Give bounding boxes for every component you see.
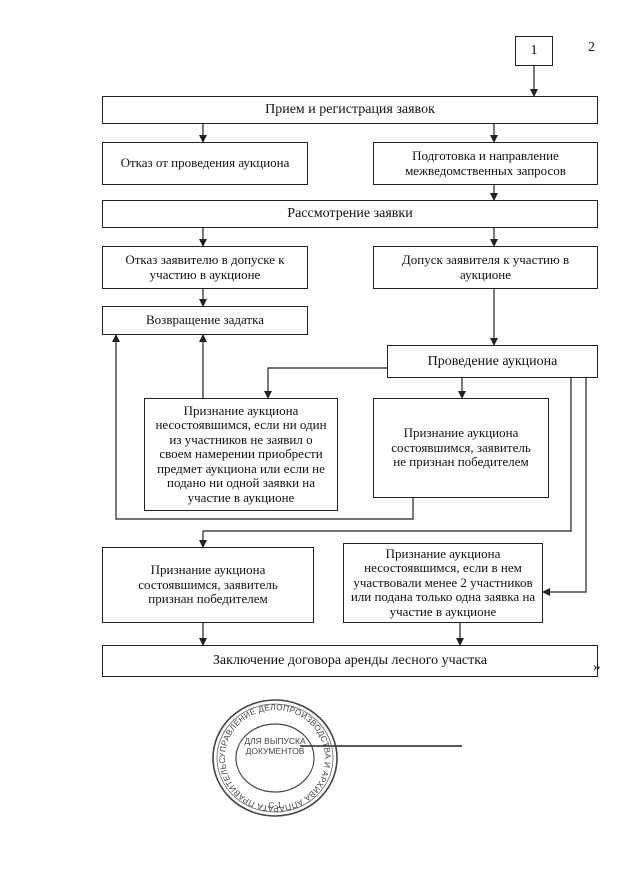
box-refusal-admission: Отказ заявителю в допуске к участию в ау… [102, 246, 308, 289]
box-interagency: Подготовка и направление межведомственны… [373, 142, 598, 185]
arrow-held-not-winner-to-deposit [112, 334, 414, 520]
box-deposit-return: Возвращение задатка [102, 306, 308, 335]
box-failed-no-bids: Признание аукциона несостоявшимся, если … [144, 398, 338, 511]
closing-quote: » [593, 659, 601, 675]
box-held-winner: Признание аукциона состоявшимся, заявите… [102, 547, 314, 623]
arrow-conduct-to-failed-few [542, 378, 587, 596]
box-failed-few: Признание аукциона несостоявшимся, если … [343, 543, 543, 623]
step-number-box: 1 [515, 36, 553, 66]
box-refusal-auction: Отказ от проведения аукциона [102, 142, 308, 185]
page-number: 2 [588, 40, 595, 55]
box-contract: Заключение договора аренды лесного участ… [102, 645, 598, 677]
box-held-not-winner: Признание аукциона состоявшимся, заявите… [373, 398, 549, 498]
seal-code: С-1 [269, 801, 282, 810]
official-seal: УПРАВЛЕНИЕ ДЕЛОПРОИЗВОДСТВА И АРХИВА АПП… [207, 695, 338, 817]
box-reception: Прием и регистрация заявок [102, 96, 598, 124]
seal-center-text: ДЛЯ ВЫПУСКА ДОКУМЕНТОВ [244, 737, 306, 756]
arrow-conduct-to-held-winner [199, 378, 572, 548]
box-conduct: Проведение аукциона [387, 345, 598, 378]
box-admission: Допуск заявителя к участию в аукционе [373, 246, 598, 289]
box-review: Рассмотрение заявки [102, 200, 598, 228]
arrow-conduct-to-failed-no-bids [264, 367, 387, 399]
